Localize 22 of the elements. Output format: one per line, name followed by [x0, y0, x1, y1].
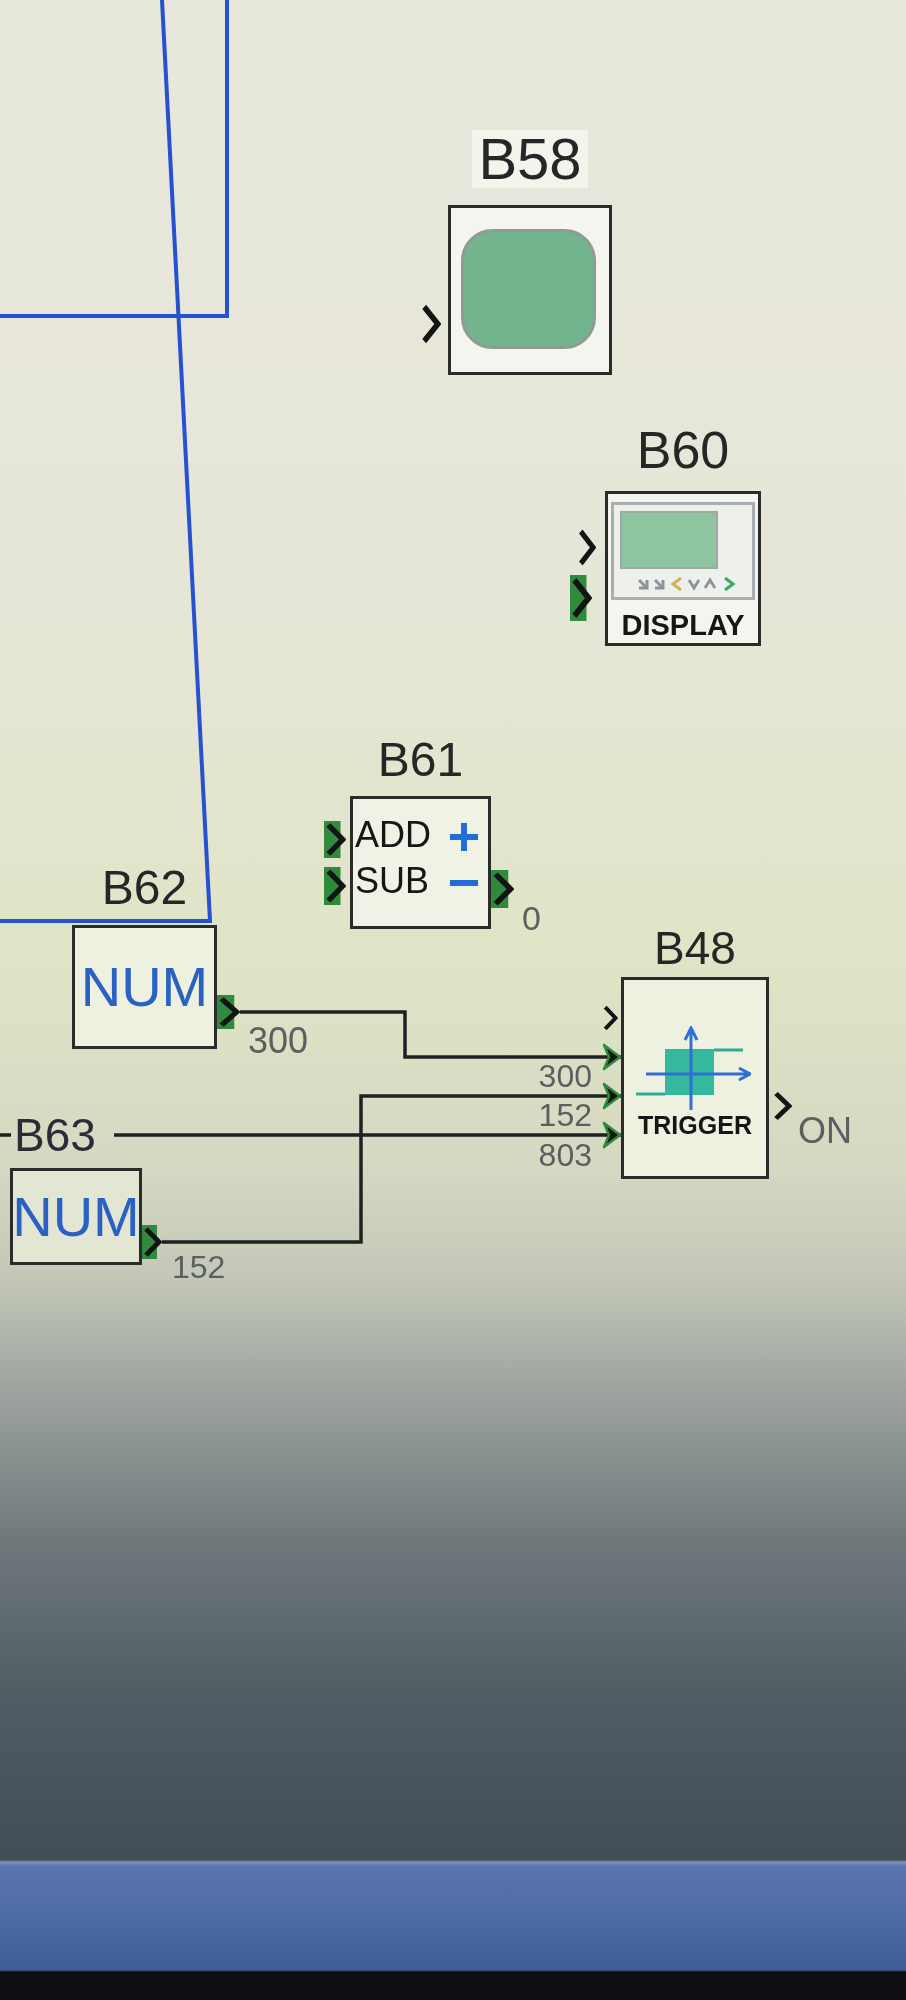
block-type-label: TRIGGER: [638, 1112, 752, 1138]
wire: [240, 1010, 622, 1071]
block-type-label: NUM: [12, 1188, 140, 1245]
block-label: B58: [472, 130, 588, 188]
value-label: 300: [248, 1024, 309, 1058]
block-label: B60: [636, 424, 730, 476]
edge-label: 152: [538, 1100, 592, 1130]
value-label: ON: [798, 1114, 852, 1148]
block-label: B48: [654, 925, 736, 971]
wire: [0, 1121, 623, 1149]
value-label: 0: [522, 902, 541, 934]
input-label: SUB: [355, 863, 430, 899]
edge-label: 300: [538, 1061, 592, 1091]
value-label: 152: [172, 1252, 226, 1282]
block-type-label: DISPLAY: [621, 610, 745, 640]
block-label: B61: [377, 736, 464, 784]
input-label: ADD: [355, 817, 431, 853]
block-label: B63: [14, 1112, 96, 1158]
block-label: B62: [101, 864, 188, 912]
wire: [162, 1082, 622, 1244]
edge-label: 803: [538, 1140, 592, 1170]
block-type-label: NUM: [80, 959, 209, 1015]
